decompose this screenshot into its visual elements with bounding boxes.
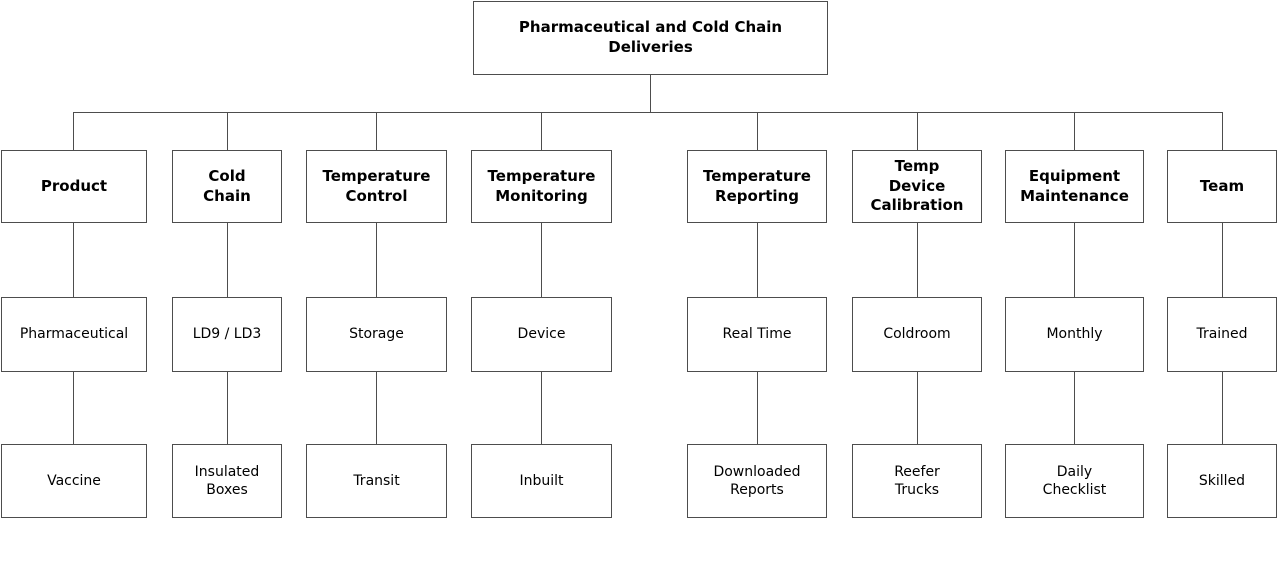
- node-downloaded-reports-label: Downloaded Reports: [713, 463, 801, 498]
- node-vaccine-label: Vaccine: [47, 472, 101, 489]
- node-temp-device-calibration-label: Temp Device Calibration: [870, 156, 964, 215]
- connector-equipment-maintenance-l3: [1074, 372, 1075, 444]
- node-temperature-reporting-label: Temperature Reporting: [703, 166, 811, 205]
- node-coldroom-label: Coldroom: [883, 326, 951, 343]
- connector-product-l2: [73, 223, 74, 297]
- node-team: Team: [1167, 150, 1277, 223]
- root-node-label: Pharmaceutical and Cold Chain Deliveries: [518, 18, 783, 56]
- connector-drop-temp-monitoring: [541, 112, 542, 150]
- connector-cold-chain-l2: [227, 223, 228, 297]
- connector-drop-temp-reporting: [757, 112, 758, 150]
- node-pharmaceutical: Pharmaceutical: [1, 297, 147, 372]
- node-vaccine: Vaccine: [1, 444, 147, 518]
- node-equipment-maintenance-label: Equipment Maintenance: [1020, 166, 1129, 205]
- connector-team-l2: [1222, 223, 1223, 297]
- connector-team-l3: [1222, 372, 1223, 444]
- node-ld9-ld3-label: LD9 / LD3: [192, 326, 262, 343]
- node-temperature-reporting: Temperature Reporting: [687, 150, 827, 223]
- connector-temp-device-calibration-l3: [917, 372, 918, 444]
- connector-temp-monitoring-l3: [541, 372, 542, 444]
- connector-bus: [73, 112, 1223, 113]
- connector-temp-monitoring-l2: [541, 223, 542, 297]
- node-skilled: Skilled: [1167, 444, 1277, 518]
- node-temp-device-calibration: Temp Device Calibration: [852, 150, 982, 223]
- node-downloaded-reports: Downloaded Reports: [687, 444, 827, 518]
- connector-cold-chain-l3: [227, 372, 228, 444]
- connector-drop-product: [73, 112, 74, 150]
- node-team-label: Team: [1199, 176, 1245, 195]
- connector-drop-temp-control: [376, 112, 377, 150]
- node-product: Product: [1, 150, 147, 223]
- node-product-label: Product: [40, 176, 108, 195]
- connector-temp-control-l2: [376, 223, 377, 297]
- node-coldroom: Coldroom: [852, 297, 982, 372]
- node-transit: Transit: [306, 444, 447, 518]
- node-device: Device: [471, 297, 612, 372]
- node-reefer-trucks-label: Reefer Trucks: [894, 463, 940, 498]
- node-inbuilt: Inbuilt: [471, 444, 612, 518]
- node-storage-label: Storage: [349, 326, 404, 343]
- connector-equipment-maintenance-l2: [1074, 223, 1075, 297]
- connector-drop-cold-chain: [227, 112, 228, 150]
- node-temperature-monitoring: Temperature Monitoring: [471, 150, 612, 223]
- node-monthly-label: Monthly: [1046, 326, 1103, 343]
- node-skilled-label: Skilled: [1198, 472, 1246, 489]
- node-device-label: Device: [517, 326, 566, 343]
- connector-temp-device-calibration-l2: [917, 223, 918, 297]
- node-insulated-boxes: Insulated Boxes: [172, 444, 282, 518]
- connector-drop-equipment-maintenance: [1074, 112, 1075, 150]
- node-transit-label: Transit: [353, 472, 400, 489]
- node-temperature-monitoring-label: Temperature Monitoring: [487, 166, 596, 205]
- node-trained-label: Trained: [1196, 326, 1248, 343]
- node-temperature-control-label: Temperature Control: [322, 166, 431, 205]
- connector-temp-reporting-l3: [757, 372, 758, 444]
- node-temperature-control: Temperature Control: [306, 150, 447, 223]
- node-reefer-trucks: Reefer Trucks: [852, 444, 982, 518]
- connector-product-l3: [73, 372, 74, 444]
- node-daily-checklist-label: Daily Checklist: [1042, 463, 1107, 498]
- node-monthly: Monthly: [1005, 297, 1144, 372]
- node-ld9-ld3: LD9 / LD3: [172, 297, 282, 372]
- node-real-time: Real Time: [687, 297, 827, 372]
- node-equipment-maintenance: Equipment Maintenance: [1005, 150, 1144, 223]
- connector-drop-team: [1222, 112, 1223, 150]
- node-insulated-boxes-label: Insulated Boxes: [194, 463, 260, 498]
- connector-root-drop: [650, 75, 651, 113]
- node-trained: Trained: [1167, 297, 1277, 372]
- connector-temp-reporting-l2: [757, 223, 758, 297]
- node-cold-chain-label: Cold Chain: [203, 166, 251, 205]
- connector-drop-temp-device-calibration: [917, 112, 918, 150]
- connector-temp-control-l3: [376, 372, 377, 444]
- node-storage: Storage: [306, 297, 447, 372]
- node-real-time-label: Real Time: [722, 326, 792, 343]
- root-node: Pharmaceutical and Cold Chain Deliveries: [473, 1, 828, 75]
- node-daily-checklist: Daily Checklist: [1005, 444, 1144, 518]
- node-pharmaceutical-label: Pharmaceutical: [19, 326, 129, 343]
- node-inbuilt-label: Inbuilt: [519, 472, 564, 489]
- node-cold-chain: Cold Chain: [172, 150, 282, 223]
